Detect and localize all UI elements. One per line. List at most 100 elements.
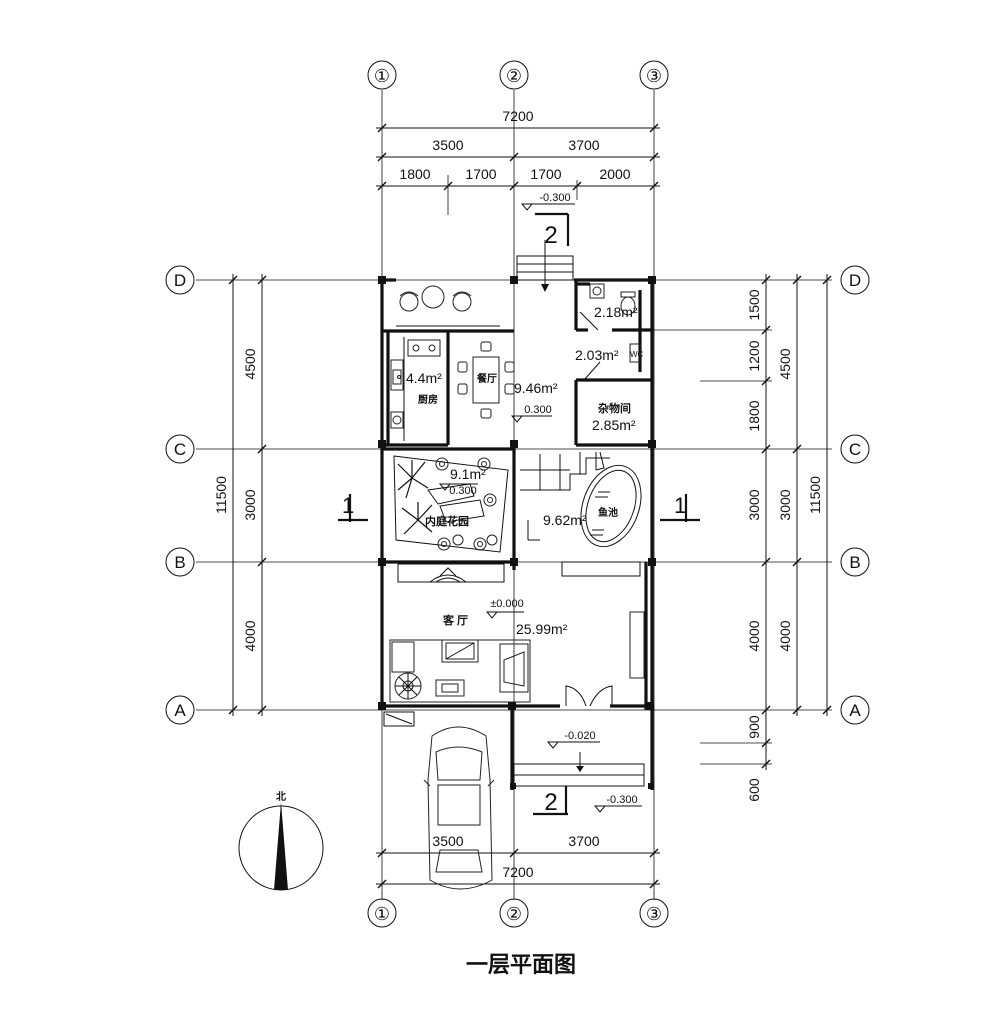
bottom-dimension-lines	[376, 848, 660, 889]
axis-bubbles-left: D C B A	[165, 265, 195, 725]
dining-area: 9.46m²	[514, 380, 558, 396]
dim-top-seg-3: 1700	[530, 166, 561, 182]
level-top-entry: -0.300	[539, 192, 570, 204]
dining-name: 餐厅	[476, 372, 497, 385]
section-mark-2-bottom: 2	[533, 786, 568, 816]
level-marker-outside: -0.300	[593, 794, 642, 813]
axis-bubbles-top: ① ② ③	[367, 60, 669, 90]
level-marker-top: -0.300	[520, 192, 575, 211]
courtyard-name: 内庭花园	[425, 514, 469, 528]
terrace-furniture	[396, 285, 500, 327]
section-label-2-top: 2	[544, 222, 557, 249]
fish-pond	[580, 464, 642, 548]
dim-right-mid-1: 4500	[777, 348, 793, 379]
axis-bubbles-right: D C B A	[840, 265, 870, 725]
dim-top-half-right: 3700	[568, 137, 599, 153]
top-entry-steps	[516, 240, 574, 292]
axis-label-2-top: ②	[506, 66, 522, 86]
dim-right-inner-2: 1200	[746, 340, 762, 371]
dim-left-total: 11500	[213, 476, 229, 514]
walls	[380, 278, 654, 790]
courtyard-garden	[393, 455, 509, 553]
kitchen-area: 4.4m²	[406, 370, 442, 386]
entry-door	[565, 685, 613, 707]
north-arrow	[238, 802, 324, 891]
dim-right-inner-4: 3000	[746, 489, 762, 520]
counter-ledge	[561, 561, 641, 577]
section-mark-2-top: 2	[535, 212, 570, 249]
level-marker-courtyard: 0.300	[438, 483, 478, 497]
dim-right-inner-5: 4000	[746, 620, 762, 651]
axis-label-3-bottom: ③	[646, 904, 662, 924]
car-outline	[383, 711, 495, 890]
section-label-1-left: 1	[342, 493, 354, 518]
level-porch: -0.020	[564, 730, 595, 742]
axis-label-b-right: B	[849, 553, 860, 572]
axis-label-c-left: C	[174, 440, 186, 459]
stair-area: 9.62m²	[543, 512, 587, 528]
porch-steps	[513, 752, 645, 787]
dim-left-seg-3: 4000	[242, 620, 258, 651]
axis-label-d-left: D	[174, 271, 186, 290]
axis-bubbles-bottom: ① ② ③	[367, 898, 669, 928]
kitchen-fixtures	[390, 337, 441, 441]
dim-bottom-half-right: 3700	[568, 833, 599, 849]
living-furniture	[389, 611, 645, 703]
fishpond-name: 鱼池	[598, 506, 618, 519]
interior-stair	[520, 451, 610, 541]
courtyard-area: 9.1m²	[450, 466, 486, 482]
kitchen-name: 厨房	[418, 393, 438, 406]
level-marker-porch: -0.020	[546, 730, 600, 749]
top-dimension-lines	[376, 123, 660, 200]
section-label-1-right: 1	[674, 493, 686, 518]
dining-table	[457, 341, 515, 419]
level-marker-dining: 0.300	[510, 404, 552, 423]
section-mark-1-left: 1	[338, 493, 368, 522]
axis-label-1-bottom: ①	[374, 904, 390, 924]
dim-right-total: 11500	[807, 476, 823, 514]
dim-bottom-total: 7200	[502, 864, 533, 880]
columns	[378, 276, 656, 789]
axis-label-a-right: A	[849, 701, 861, 720]
dim-top-seg-2: 1700	[465, 166, 496, 182]
section-mark-1-right: 1	[660, 493, 700, 522]
dim-right-mid-3: 4000	[777, 620, 793, 651]
storage-area: 2.85m²	[592, 417, 636, 433]
wc-area: 2.03m²	[575, 347, 619, 363]
dim-top-seg-4: 2000	[599, 166, 630, 182]
level-mid-a: 0.300	[524, 404, 552, 416]
dim-left-seg-2: 3000	[242, 489, 258, 520]
north-label: 北	[276, 790, 286, 803]
axis-label-b-left: B	[174, 553, 185, 572]
wc-mark: WC	[630, 350, 644, 359]
vertical-axis-lines	[381, 90, 655, 900]
dim-bottom-half-left: 3500	[432, 833, 463, 849]
dim-right-inner-1: 1500	[746, 289, 762, 320]
right-dimension-lines	[640, 274, 832, 770]
axis-label-3-top: ③	[646, 66, 662, 86]
dim-top-seg-1: 1800	[399, 166, 430, 182]
level-mid-b: 0.300	[449, 485, 477, 497]
axis-label-2-bottom: ②	[506, 904, 522, 924]
living-fireplace	[397, 563, 505, 583]
dim-right-inner-7: 600	[746, 778, 762, 802]
storage-name: 杂物间	[598, 401, 631, 415]
drawing-title: 一层平面图	[466, 952, 576, 977]
dim-left-seg-1: 4500	[242, 348, 258, 379]
axis-label-d-right: D	[849, 271, 861, 290]
dim-right-inner-3: 1800	[746, 400, 762, 431]
dim-right-inner-6: 900	[746, 715, 762, 739]
level-outside: -0.300	[606, 794, 637, 806]
axis-label-c-right: C	[849, 440, 861, 459]
section-label-2-bottom: 2	[544, 789, 557, 816]
level-marker-living: ±0.000	[485, 598, 524, 619]
left-dimension-lines	[228, 274, 267, 716]
bath-area: 2.18m²	[594, 304, 638, 320]
dim-top-total: 7200	[502, 108, 533, 124]
living-area: 25.99m²	[516, 621, 568, 637]
bath-fixtures	[579, 283, 641, 381]
level-living: ±0.000	[490, 598, 524, 610]
dim-right-mid-2: 3000	[777, 489, 793, 520]
axis-label-1-top: ①	[374, 66, 390, 86]
